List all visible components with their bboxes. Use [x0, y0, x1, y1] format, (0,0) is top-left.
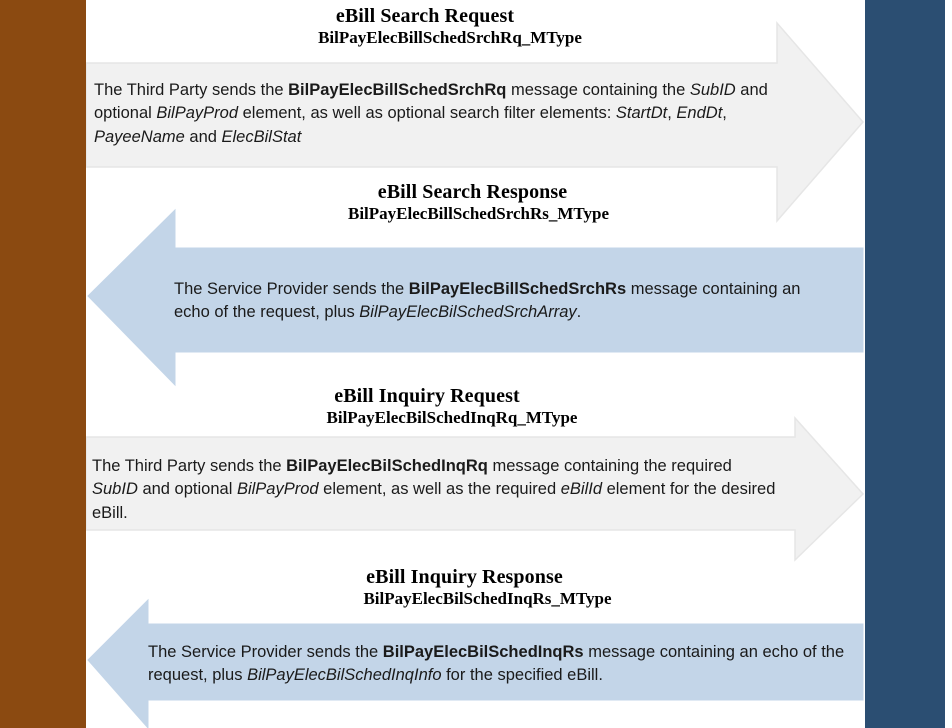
text-run: message — [626, 280, 698, 298]
element-name: StartDt — [615, 104, 668, 123]
section-subtitle: BilPayElecBilSchedInqRq_MType — [326, 408, 578, 428]
section-subtitle: BilPayElecBilSchedInqRs_MType — [363, 589, 612, 609]
text-run: . — [576, 303, 582, 322]
element-name: ElecBilStat — [221, 127, 302, 146]
right-accent-bar-overlay — [865, 0, 945, 728]
text-run: message containing an echo of — [583, 643, 817, 661]
text-run: The Service Provider sends the — [148, 643, 383, 661]
message-name: BilPayElecBilSchedInqRs — [382, 643, 584, 661]
message-name: BilPayElecBilSchedInqRq — [286, 457, 488, 475]
text-run: the request, plus — [148, 643, 845, 685]
heading-ebill-search-response: eBill Search Response BilPayElecBillSche… — [86, 181, 865, 223]
text-run: The Third Party sends the — [92, 457, 287, 475]
section-subtitle: BilPayElecBillSchedSrchRs_MType — [348, 204, 609, 224]
element-name: SubID — [689, 81, 736, 99]
right-margin-overlay — [945, 0, 952, 728]
element-name: SubID — [92, 480, 138, 499]
text-run: message containing the required — [487, 457, 732, 475]
body-ebill-inquiry-response: The Service Provider sends the BilPayEle… — [148, 641, 860, 688]
text-run: the — [657, 81, 690, 99]
arrow-right-search-request — [85, 20, 864, 224]
element-name: BilPayElecBilSchedSrchArray — [359, 303, 577, 322]
message-name: BilPayElecBillSchedSrchRs — [408, 280, 627, 298]
element-name: EndDt — [676, 104, 723, 123]
arrow-right-inquiry-request — [85, 416, 865, 562]
text-run: elements: — [539, 104, 616, 123]
left-accent-bar-overlay — [0, 0, 86, 728]
body-ebill-search-request: The Third Party sends the BilPayElecBill… — [94, 79, 774, 149]
element-name: BilPayProd — [236, 480, 319, 499]
message-name: BilPayElecBillSchedSrchRq — [288, 81, 507, 99]
text-run: element, as well as the required — [318, 480, 561, 499]
text-run: for the specified eBill. — [441, 666, 603, 685]
body-ebill-inquiry-request: The Third Party sends the BilPayElecBilS… — [92, 455, 782, 525]
text-run: The Service Provider sends the — [174, 280, 409, 298]
text-run: and optional — [94, 81, 768, 123]
heading-ebill-inquiry-request: eBill Inquiry Request BilPayElecBilSched… — [86, 385, 776, 427]
heading-ebill-inquiry-response: eBill Inquiry Response BilPayElecBilSche… — [86, 566, 865, 608]
section-title: eBill Inquiry Request — [334, 385, 520, 407]
text-run: The Third Party sends the — [94, 81, 289, 99]
text-run: desired eBill. — [92, 480, 776, 522]
arrow-left-search-response — [87, 208, 864, 387]
element-name: eBilId — [560, 480, 602, 499]
heading-ebill-search-request: eBill Search Request BilPayElecBillSched… — [86, 5, 776, 47]
text-run: message containing — [506, 81, 658, 99]
text-run: element for the — [602, 480, 717, 499]
section-title: eBill Inquiry Response — [366, 566, 563, 588]
element-name: BilPayElecBilSchedInqInfo — [247, 666, 442, 685]
body-ebill-search-response: The Service Provider sends the BilPayEle… — [174, 278, 824, 325]
text-run: , — [667, 104, 677, 123]
text-run: containing an echo of the request, plus — [174, 280, 801, 322]
section-subtitle: BilPayElecBillSchedSrchRq_MType — [318, 28, 582, 48]
text-run: , — [722, 104, 727, 123]
text-run: element, as well as optional search filt… — [238, 104, 536, 123]
element-name: BilPayProd — [156, 104, 239, 123]
arrow-left-inquiry-response — [87, 598, 864, 728]
text-run: and — [184, 127, 222, 146]
text-run: and optional — [137, 480, 237, 499]
section-title: eBill Search Response — [377, 181, 568, 203]
section-title: eBill Search Request — [335, 5, 515, 27]
element-name: PayeeName — [94, 127, 185, 146]
